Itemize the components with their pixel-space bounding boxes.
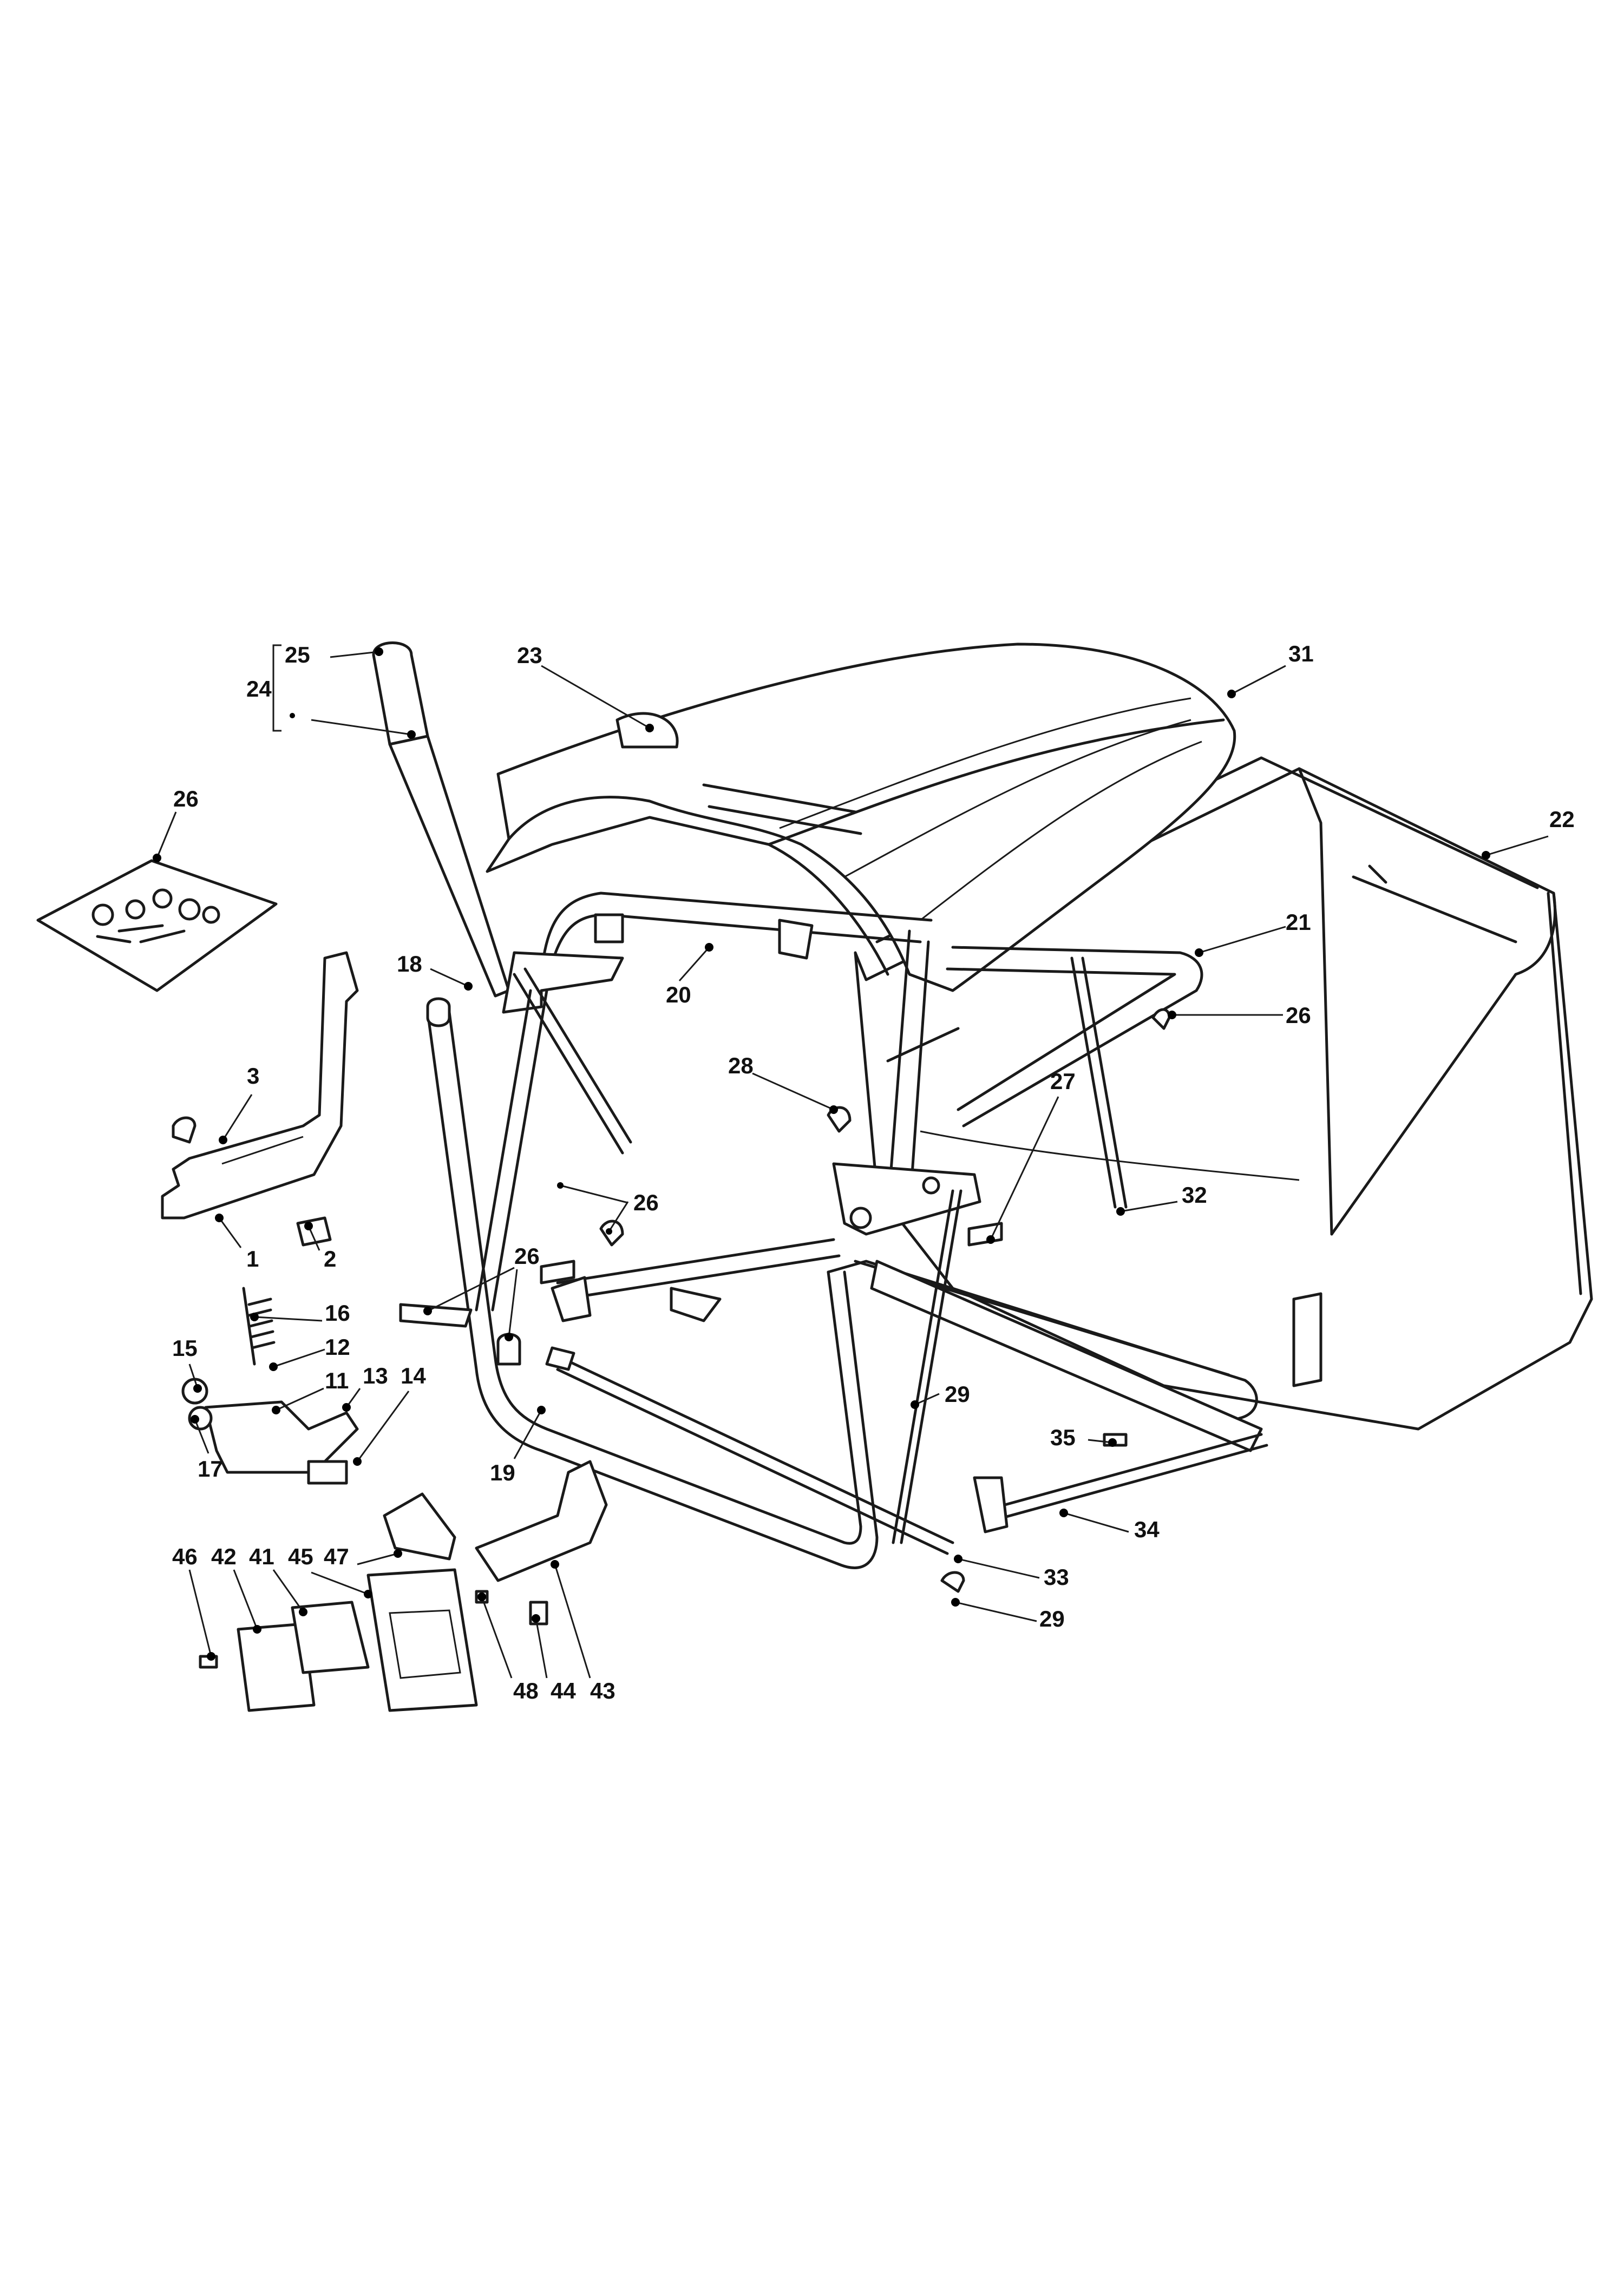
callout-16: 16: [250, 1300, 350, 1326]
callout-26-mid: 26: [557, 1182, 659, 1235]
callout-43: 43: [551, 1560, 615, 1703]
latch-group: [199, 1460, 608, 1712]
callout-28: 28: [728, 1053, 838, 1114]
callout-number: 11: [325, 1368, 349, 1393]
callout-12: 12: [269, 1334, 350, 1371]
callout-26-right: 26: [1168, 1002, 1311, 1028]
callout-number: 47: [324, 1544, 349, 1569]
callout-number: 23: [517, 643, 542, 668]
callout-number: 16: [325, 1300, 350, 1326]
callout-number: 26: [173, 786, 199, 811]
callout-47: 47: [324, 1544, 402, 1569]
callout-number: 2: [324, 1246, 336, 1271]
callout-number: 13: [363, 1363, 388, 1388]
callout-number: 26: [1286, 1002, 1311, 1028]
callout-41: 41: [249, 1544, 307, 1616]
callout-number: 17: [198, 1456, 223, 1482]
callout-29-lower: 29: [951, 1598, 1065, 1631]
callout-labels: 25 24 23 31 22 26: [153, 641, 1575, 1703]
callout-25: 25: [285, 642, 383, 667]
callout-1: 1: [215, 1214, 259, 1271]
callout-27: 27: [986, 1069, 1076, 1244]
callout-13: 13: [342, 1363, 388, 1412]
callout-number: 20: [666, 982, 691, 1007]
callout-3: 3: [219, 1063, 259, 1144]
callout-31: 31: [1227, 641, 1314, 698]
callout-number: 42: [211, 1544, 237, 1569]
callout-number: 46: [172, 1544, 198, 1569]
callout-26-lower: 26: [423, 1243, 540, 1341]
spring-assembly: [181, 1287, 359, 1485]
callout-48: 48: [477, 1592, 539, 1703]
callout-number: 26: [633, 1190, 659, 1215]
callout-24-leader: [311, 719, 416, 739]
callout-number: 24: [246, 676, 272, 702]
cable: [1070, 956, 1128, 1209]
callout-number: 18: [397, 951, 422, 976]
callout-42: 42: [211, 1544, 261, 1634]
callout-22: 22: [1482, 807, 1575, 860]
callout-number: 15: [172, 1335, 198, 1361]
callout-number: 26: [514, 1243, 540, 1269]
callout-number: 44: [551, 1678, 576, 1703]
callout-2: 2: [304, 1222, 336, 1271]
callout-21: 21: [1195, 909, 1311, 957]
callout-17: 17: [191, 1415, 223, 1482]
callout-number: 25: [285, 642, 310, 667]
rod: [545, 1189, 962, 1555]
callout-15: 15: [172, 1335, 202, 1393]
callout-number: 29: [945, 1381, 970, 1407]
lower-frame: [426, 967, 1263, 1569]
callout-number: 48: [513, 1678, 539, 1703]
callout-number: 3: [247, 1063, 259, 1089]
callout-11: 11: [272, 1368, 349, 1414]
callout-number: 12: [325, 1334, 350, 1360]
callout-number: 19: [490, 1460, 515, 1485]
callout-number: 34: [1134, 1517, 1160, 1542]
lower-rod: [973, 1433, 1268, 1533]
hinge-brackets: [502, 913, 981, 1236]
parts-drawing: [36, 641, 1593, 1712]
callout-34: 34: [1059, 1509, 1160, 1542]
callout-number: 22: [1549, 807, 1575, 832]
callout-number: 35: [1050, 1425, 1076, 1450]
callout-number: 28: [728, 1053, 754, 1078]
callout-number: 27: [1050, 1069, 1076, 1094]
callout-46: 46: [172, 1544, 215, 1661]
callout-20: 20: [666, 943, 713, 1007]
callout-18: 18: [397, 951, 473, 991]
bag-cover: [486, 643, 1236, 992]
callout-14: 14: [353, 1363, 426, 1466]
callout-number: 31: [1288, 641, 1314, 666]
callout-33: 33: [954, 1555, 1069, 1590]
callout-number: 21: [1286, 909, 1311, 935]
callout-24: 24: [246, 676, 295, 718]
hardware-kit-bag: [36, 859, 278, 992]
callout-number: 41: [249, 1544, 274, 1569]
lever-handle: [372, 641, 510, 998]
bracket-plate: [161, 951, 359, 1220]
callout-35: 35: [1050, 1425, 1117, 1450]
callout-number: 33: [1044, 1564, 1069, 1590]
callout-44: 44: [532, 1614, 576, 1703]
callout-number: 29: [1039, 1606, 1065, 1631]
callout-number: 32: [1182, 1182, 1207, 1208]
callout-number: 14: [401, 1363, 426, 1388]
group-bracket-24: [272, 644, 281, 732]
callout-19: 19: [490, 1406, 546, 1485]
callout-number: 1: [246, 1246, 259, 1271]
callout-45: 45: [288, 1544, 372, 1598]
callout-number: 43: [590, 1678, 615, 1703]
callout-29-upper: 29: [911, 1381, 970, 1409]
callout-32: 32: [1116, 1182, 1207, 1216]
callout-23: 23: [517, 643, 654, 732]
callout-number: 45: [288, 1544, 313, 1569]
callout-26-kit: 26: [153, 786, 199, 862]
